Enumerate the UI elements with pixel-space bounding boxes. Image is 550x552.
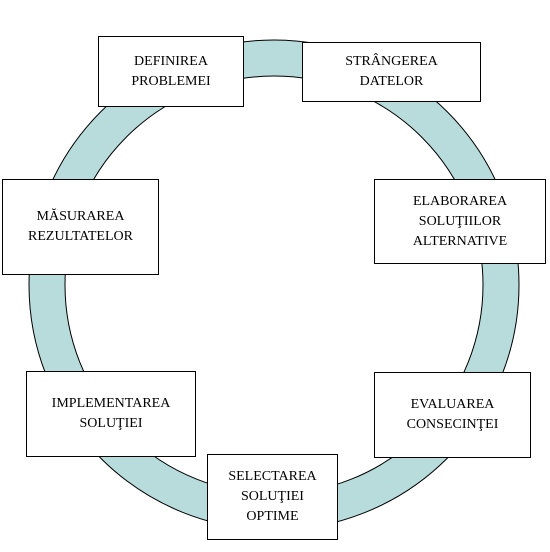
step-label: DEFINIREA PROBLEMEI xyxy=(131,53,211,89)
step-label: STRÂNGEREA DATELOR xyxy=(345,54,438,89)
step-masurarea-rezultatelor: MĂSURAREA REZULTATELOR xyxy=(2,179,159,275)
step-elaborarea-solutiilor-alternative: ELABORAREA SOLUŢIILOR ALTERNATIVE xyxy=(374,179,546,264)
step-strangerea-datelor: STRÂNGEREA DATELOR xyxy=(302,42,481,102)
step-evaluarea-consecintei: EVALUAREA CONSECINŢEI xyxy=(374,372,531,458)
step-label: IMPLEMENTAREA SOLUŢIEI xyxy=(51,396,171,431)
step-selectarea-solutiei-optime: SELECTAREA SOLUŢIEI OPTIME xyxy=(207,454,338,540)
step-definirea-problemei: DEFINIREA PROBLEMEI xyxy=(98,36,244,107)
step-label: MĂSURAREA REZULTATELOR xyxy=(28,209,133,244)
step-label: SELECTAREA SOLUŢIEI OPTIME xyxy=(228,469,317,524)
step-label: ELABORAREA SOLUŢIILOR ALTERNATIVE xyxy=(412,193,508,249)
step-implementarea-solutiei: IMPLEMENTAREA SOLUŢIEI xyxy=(26,371,196,457)
step-label: EVALUAREA CONSECINŢEI xyxy=(406,397,499,432)
